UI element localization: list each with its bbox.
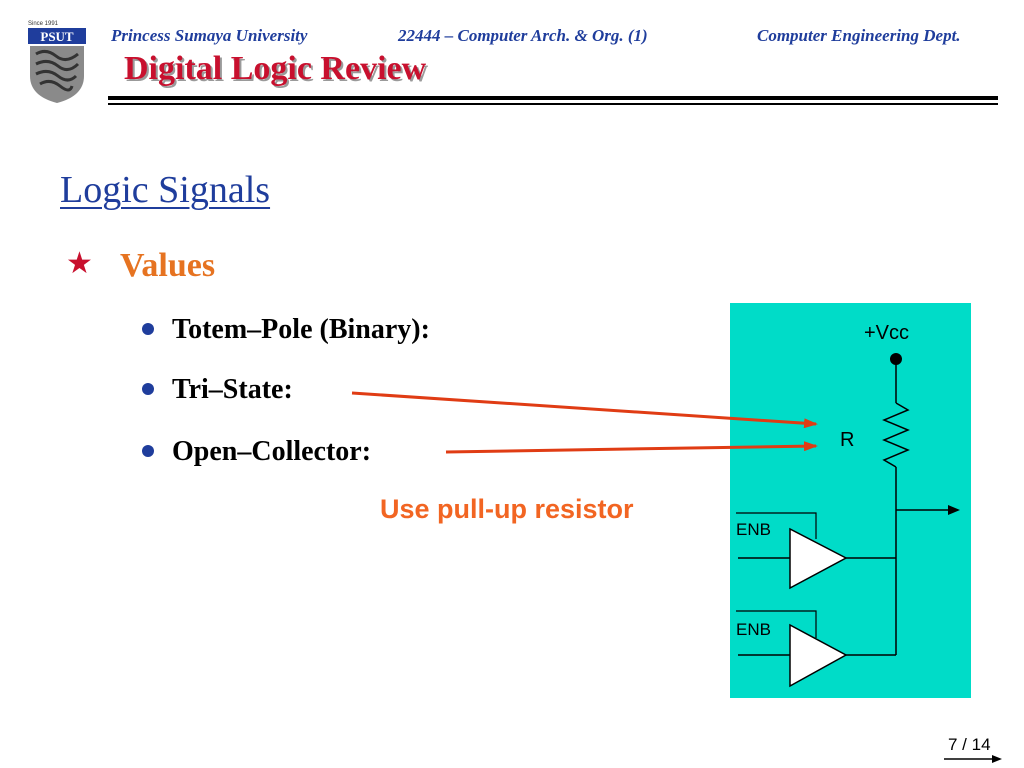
dot-icon — [142, 444, 154, 457]
circuit-background — [730, 303, 971, 698]
enable-wire-1 — [736, 512, 817, 539]
logo-since-text: Since 1991 — [28, 21, 59, 27]
list-item-label: Open–Collector: — [172, 436, 372, 467]
values-label: Values — [120, 247, 216, 284]
list-item-totem-pole: Totem–Pole (Binary): — [142, 314, 430, 346]
logo-abbr-text: PSUT — [40, 29, 74, 44]
star-icon: ★ — [66, 247, 93, 280]
list-item-label: Totem–Pole (Binary): — [172, 314, 430, 345]
page-number: 7 / 14 — [948, 735, 991, 754]
list-item-tri-state: Tri–State: — [142, 374, 293, 406]
slide-heading: Logic Signals — [60, 169, 271, 211]
resistor-label: R — [840, 429, 854, 451]
dot-icon — [142, 382, 154, 395]
next-page-arrow-icon[interactable] — [944, 754, 1004, 764]
deck-title: Digital Logic Review — [124, 50, 427, 87]
logo-banner — [28, 28, 86, 44]
header-university: Princess Sumaya University — [111, 26, 308, 45]
enable-wire-2 — [736, 610, 817, 638]
header-course: 22444 – Computer Arch. & Org. (1) — [398, 26, 648, 45]
header-rule-thick — [108, 96, 998, 100]
open-collector-circuit: +Vcc R ENB ENB — [730, 303, 971, 698]
psut-logo: Since 1991 PSUT — [28, 21, 86, 103]
list-item-open-collector: Open–Collector: — [142, 436, 371, 468]
header-rule-thin — [108, 103, 998, 105]
vcc-label: +Vcc — [864, 322, 909, 344]
enable-label-1: ENB — [736, 520, 771, 539]
resistor-symbol — [882, 402, 910, 468]
pull-up-note: Use pull-up resistor — [380, 494, 634, 524]
header-department: Computer Engineering Dept. — [757, 26, 961, 45]
enable-label-2: ENB — [736, 620, 771, 639]
list-item-label: Tri–State: — [172, 374, 293, 405]
dot-icon — [142, 322, 154, 335]
